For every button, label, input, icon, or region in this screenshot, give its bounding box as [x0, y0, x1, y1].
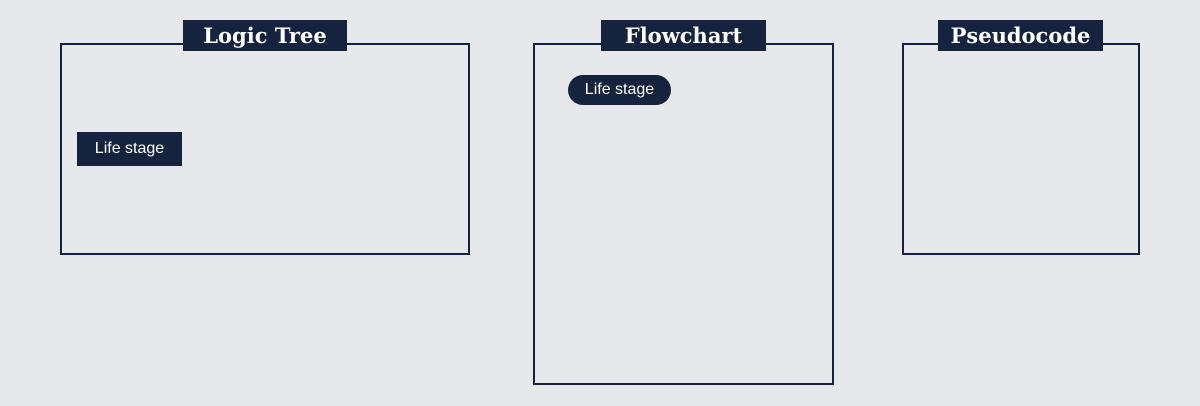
flowchart-title: Flowchart [601, 20, 766, 51]
logic-tree-title: Logic Tree [183, 20, 347, 51]
pseudocode-panel [902, 43, 1140, 255]
logic-tree-node-life-stage[interactable]: Life stage [77, 132, 182, 166]
pseudocode-title: Pseudocode [938, 20, 1103, 51]
flowchart-node-life-stage[interactable]: Life stage [568, 75, 671, 105]
